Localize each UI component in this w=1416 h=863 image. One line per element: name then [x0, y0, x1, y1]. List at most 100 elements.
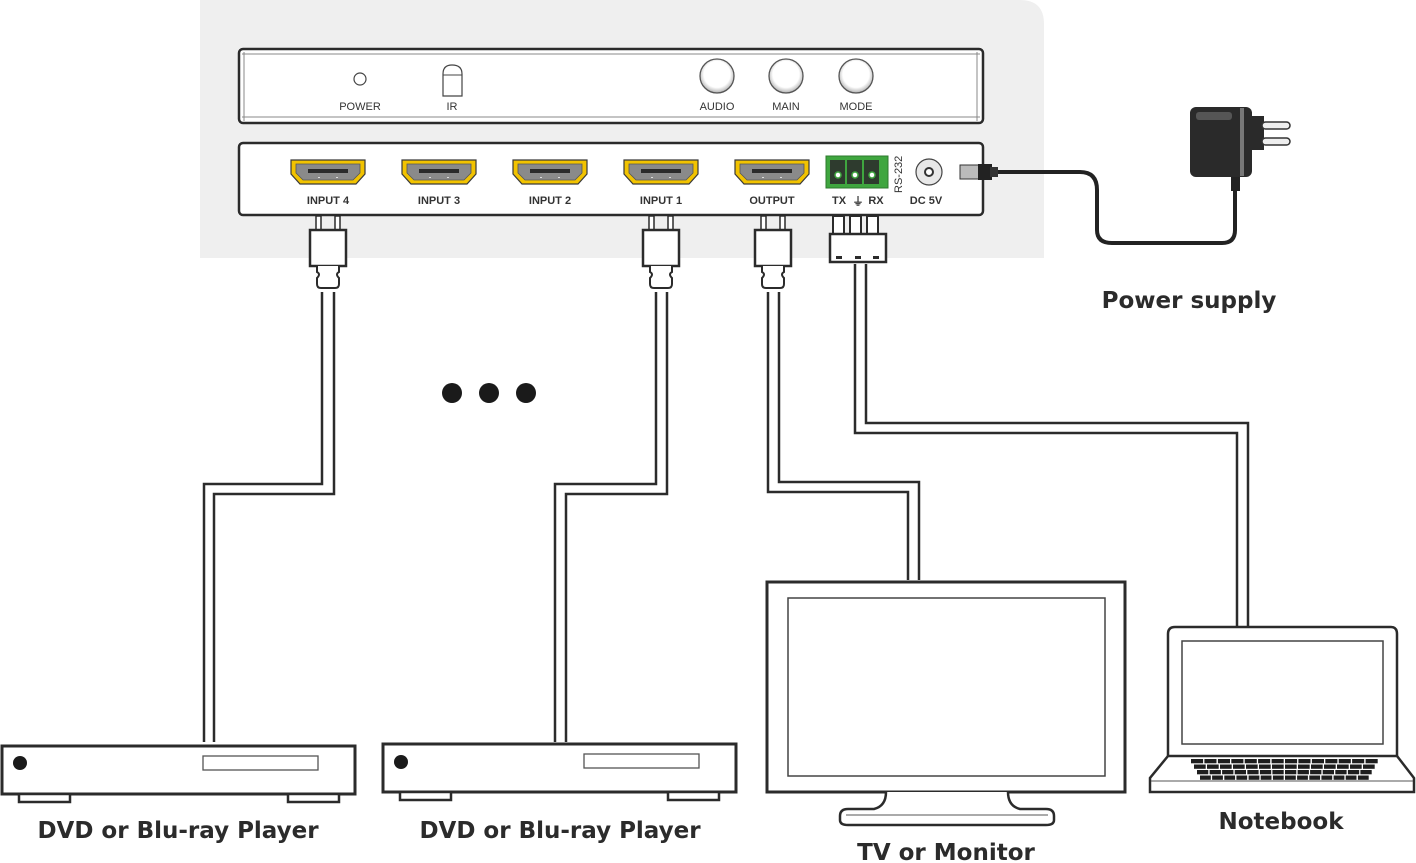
keyboard-key [1311, 764, 1323, 769]
keyboard-key [1191, 759, 1204, 764]
keyboard-key [1285, 775, 1296, 780]
ir-sensor: IR [442, 64, 463, 113]
keyboard-key [1271, 759, 1284, 764]
keyboard-key [1337, 764, 1349, 769]
hdmi-port-input-1[interactable]: INPUT 1 [623, 159, 699, 207]
ir-label: IR [447, 101, 458, 113]
more-sources-ellipsis [442, 383, 536, 403]
rx-label: RX [868, 195, 884, 207]
keyboard-key [1325, 759, 1338, 764]
tv-monitor: TV or Monitor [765, 580, 1127, 863]
input-3-label: INPUT 3 [418, 195, 460, 207]
ir-sensor-icon [442, 64, 463, 97]
keyboard-key [1321, 775, 1333, 780]
cable-input-1 [553, 292, 669, 742]
cable-output [766, 292, 921, 580]
keyboard-key [1247, 770, 1259, 775]
keyboard-key [1224, 775, 1236, 780]
keyboard-key [1347, 770, 1360, 775]
tv-monitor-label: TV or Monitor [857, 840, 1035, 863]
keyboard-key [1335, 770, 1347, 775]
hdmi-port-input-4[interactable]: INPUT 4 [290, 159, 366, 207]
keyboard-key [1360, 770, 1372, 775]
hdmi-cables [202, 264, 1250, 742]
keyboard-key [1220, 764, 1232, 769]
keyboard-key [1285, 759, 1298, 764]
ground-icon: ⏚ [853, 195, 864, 208]
keyboard-key [1233, 764, 1245, 769]
keyboard-key [1297, 770, 1309, 775]
keyboard-key [1272, 775, 1284, 780]
keyboard-key [1194, 764, 1206, 769]
keyboard-key [1234, 770, 1246, 775]
audio-label: AUDIO [700, 101, 735, 113]
keyboard-key [1297, 775, 1308, 780]
rs232-terminal[interactable]: RS-232 TX ⏚ RX [825, 155, 905, 208]
front-panel: POWER IR AUDIO MAIN MODE [237, 47, 985, 125]
power-supply-label: Power supply [1102, 288, 1277, 314]
keyboard-key [1259, 770, 1272, 775]
keyboard-key [1236, 775, 1248, 780]
keyboard-key [1357, 775, 1369, 780]
keyboard-key [1217, 759, 1230, 764]
keyboard-icon [1191, 759, 1378, 780]
keyboard-key [1272, 764, 1284, 769]
keyboard-key [1309, 775, 1321, 780]
keyboard-key [1212, 775, 1223, 780]
rs232-plug [828, 215, 888, 264]
power-adapter-icon [1190, 107, 1252, 177]
keyboard-key [1350, 764, 1362, 769]
audio-button[interactable]: AUDIO [699, 58, 735, 113]
keyboard-key [1310, 770, 1322, 775]
output-label: OUTPUT [749, 195, 795, 207]
input-2-label: INPUT 2 [529, 195, 571, 207]
power-led: POWER [339, 72, 381, 113]
mode-label: MODE [840, 101, 873, 113]
power-label: POWER [339, 101, 381, 113]
keyboard-key [1333, 775, 1345, 780]
dvd-player-2-label: DVD or Blu-ray Player [419, 818, 701, 844]
rs232-label: RS-232 [893, 156, 905, 193]
cable-input-4 [202, 292, 336, 742]
mode-button[interactable]: MODE [838, 58, 874, 113]
keyboard-key [1298, 759, 1311, 764]
keyboard-key [1298, 764, 1310, 769]
dvd-player-2: DVD or Blu-ray Player [381, 742, 738, 844]
keyboard-key [1272, 770, 1284, 775]
cable-rs232 [853, 264, 1250, 626]
dvd-player-1-label: DVD or Blu-ray Player [37, 818, 319, 844]
keyboard-key [1200, 775, 1211, 780]
hdmi-port-output[interactable]: OUTPUT [734, 159, 810, 207]
keyboard-key [1363, 764, 1375, 769]
keyboard-key [1231, 759, 1244, 764]
hdmi-port-input-2[interactable]: INPUT 2 [512, 159, 588, 207]
keyboard-key [1204, 759, 1217, 764]
keyboard-key [1324, 764, 1336, 769]
notebook: Notebook [1148, 625, 1416, 835]
hdmi-port-input-3[interactable]: INPUT 3 [401, 159, 477, 207]
keyboard-key [1365, 759, 1378, 764]
main-button[interactable]: MAIN [768, 58, 804, 113]
keyboard-key [1285, 764, 1297, 769]
dc-jack[interactable]: DC 5V [910, 158, 943, 207]
keyboard-key [1246, 764, 1258, 769]
power-cable [995, 170, 1237, 245]
keyboard-key [1338, 759, 1351, 764]
keyboard-key [1322, 770, 1334, 775]
keyboard-key [1259, 764, 1271, 769]
input-1-label: INPUT 1 [640, 195, 682, 207]
keyboard-key [1248, 775, 1260, 780]
keyboard-key [1311, 759, 1324, 764]
tx-label: TX [832, 195, 847, 207]
keyboard-key [1285, 770, 1297, 775]
keyboard-key [1345, 775, 1357, 780]
keyboard-key [1222, 770, 1234, 775]
dvd-player-1: DVD or Blu-ray Player [0, 744, 357, 844]
keyboard-key [1209, 770, 1221, 775]
keyboard-key [1258, 759, 1271, 764]
notebook-label: Notebook [1218, 809, 1344, 835]
dc-label: DC 5V [910, 195, 943, 207]
keyboard-key [1244, 759, 1257, 764]
rear-panel: INPUT 4 INPUT 3 INPUT 2 INPUT 1 OUTPUT [237, 141, 985, 217]
